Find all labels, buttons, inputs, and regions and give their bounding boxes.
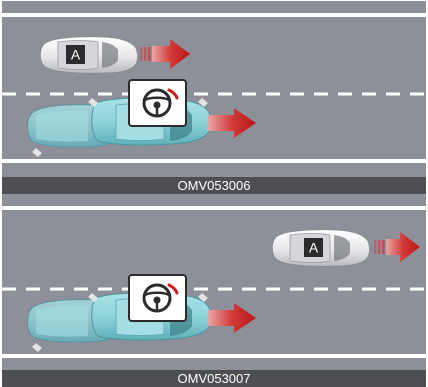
figure-panel-2: A [2,194,426,387]
road-edge-line-bottom [2,159,426,163]
road-edge-line-top [2,206,426,210]
road-surface [2,194,426,370]
steering-wheel-icon [129,80,186,126]
figure-caption-1: OMV053006 [2,177,426,194]
figure-caption-2: OMV053007 [2,370,426,387]
road-edge-line-top [2,13,426,17]
road-edge-line-bottom [2,354,426,358]
steering-wheel-icon [129,275,186,321]
vehicle-a-label: A [71,47,81,63]
road-surface [2,1,426,177]
road-scene-2: A [2,194,426,370]
road-scene-1: A [2,1,426,177]
vehicle-a: A [40,37,137,74]
vehicle-a-label: A [309,240,319,256]
figure-panel-1: A [2,1,426,194]
vehicle-a: A [272,230,369,267]
